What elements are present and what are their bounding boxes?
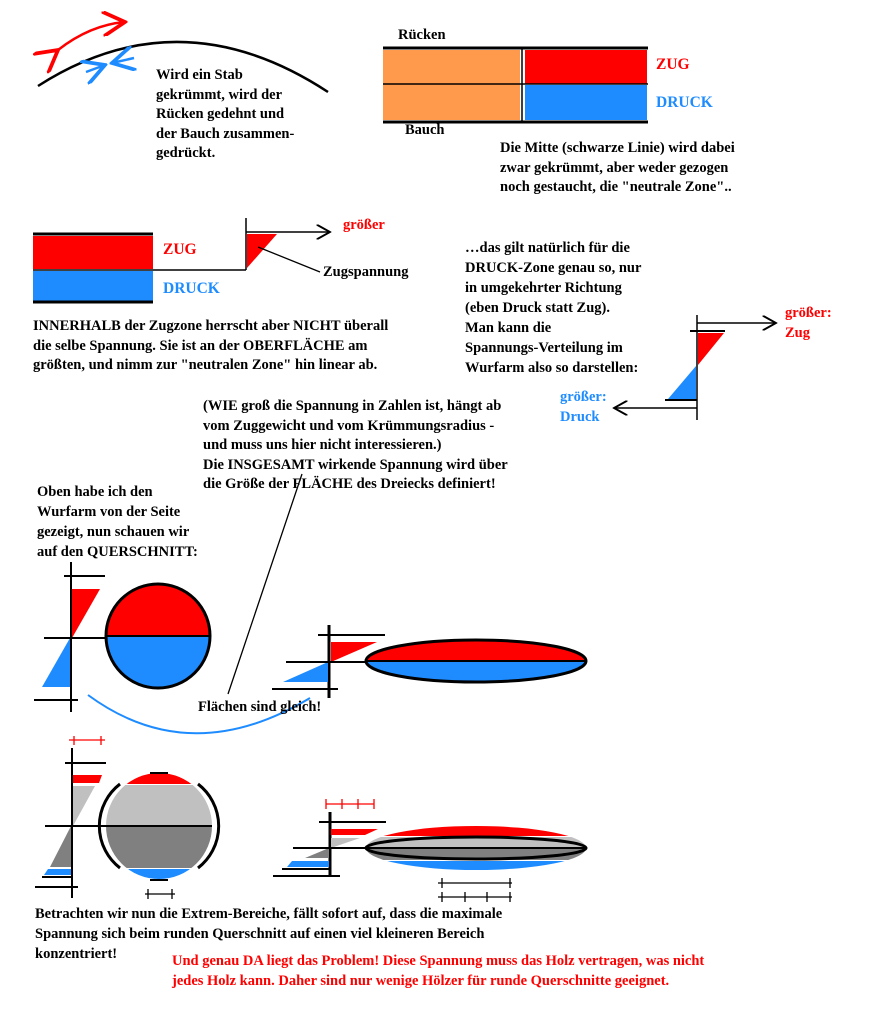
text-line: Betrachten wir nun die Extrem-Bereiche, … (35, 906, 503, 922)
text-line: (eben Druck statt Zug). (465, 300, 610, 316)
text-line: Wurfarm von der Seite (37, 504, 181, 520)
text-line: zwar gekrümmt, aber weder gezogen (500, 159, 729, 176)
text-line: die Größe der FLÄCHE des Dreiecks defini… (203, 476, 496, 492)
neutral-zone-text: Die Mitte (schwarze Linie) wird dabei zw… (500, 139, 735, 198)
text-line: Wurfarm also so darstellen: (465, 360, 639, 376)
text-line: Rücken gedehnt und (156, 106, 285, 122)
text-line: INNERHALB der Zugzone herrscht aber NICH… (33, 318, 389, 334)
text-line: Spannungs-Verteilung im (465, 340, 623, 356)
problem-text: Und genau DA liegt das Problem! Diese Sp… (172, 951, 704, 991)
stress-distribution (614, 315, 776, 420)
text-line: Oben habe ich den (37, 484, 153, 500)
bigger-tension-label: größer: Zug (785, 304, 832, 343)
text-line: Und genau DA liegt das Problem! Diese Sp… (172, 953, 705, 969)
tension-label: ZUG (163, 241, 197, 258)
compression-arrow-icon (86, 65, 105, 72)
text-line: Die INSGESAMT wirkende Spannung wird übe… (203, 456, 508, 473)
text-line: vom Zuggewicht und vom Krümmungsradius - (203, 417, 495, 434)
text-line: auf den QUERSCHNITT: (37, 544, 198, 560)
tension-label: ZUG (656, 56, 690, 73)
compression-zone-text: …das gilt natürlich für die DRUCK-Zone g… (465, 238, 641, 378)
tension-triangle (247, 234, 277, 268)
text-line: größten, und nimm zur "neutralen Zone" h… (33, 357, 378, 373)
tension-triangle (698, 333, 724, 365)
intro-text: Wird ein Stab gekrümmt, wird der Rücken … (156, 66, 294, 164)
text-line: …das gilt natürlich für die (465, 240, 630, 256)
text-line: gekrümmt, wird der (156, 86, 283, 103)
compression-arrow-icon (112, 58, 134, 63)
tension-arrow-icon (58, 22, 125, 50)
text-line: Wird ein Stab (156, 67, 243, 83)
beam-section-2 (33, 218, 330, 304)
flat-extreme-section (273, 799, 588, 902)
back-label: Rücken (398, 27, 446, 43)
stress-magnitude-text: (WIE groß die Spannung in Zahlen ist, hä… (203, 397, 508, 495)
text-line: (WIE groß die Spannung in Zahlen ist, hä… (203, 398, 502, 414)
flat-cross-section (272, 625, 588, 698)
belly-label: Bauch (405, 122, 445, 138)
bigger-compression-label: größer: Druck (560, 388, 607, 427)
text-line: DRUCK-Zone genau so, nur (465, 260, 642, 276)
equal-areas-label: Flächen sind gleich! (198, 699, 322, 715)
text-line: Die Mitte (schwarze Linie) wird dabei (500, 140, 735, 156)
text-line: Druck (560, 408, 600, 425)
text-line: Spannung sich beim runden Querschnitt au… (35, 926, 485, 942)
tension-stress-label: Zugspannung (323, 264, 409, 280)
bent-rod-sketch (38, 22, 329, 94)
text-line: der Bauch zusammen- (156, 125, 295, 142)
compression-label: DRUCK (656, 94, 713, 111)
text-line: größer: (560, 389, 607, 405)
within-zone-text: INNERHALB der Zugzone herrscht aber NICH… (33, 317, 388, 376)
bigger-label: größer (343, 217, 385, 233)
text-line: Zug (785, 324, 810, 341)
round-cross-section (34, 562, 212, 712)
text-line: gezeigt, nun schauen wir (37, 524, 190, 540)
text-line: Man kann die (465, 320, 552, 336)
compression-triangle (668, 366, 696, 399)
text-line: in umgekehrter Richtung (465, 280, 622, 296)
text-line: konzentriert! (35, 946, 118, 962)
text-line: gedrückt. (156, 145, 216, 161)
round-extreme-section (35, 736, 221, 899)
equal-area-arc (87, 694, 311, 735)
extremes-text: Betrachten wir nun die Extrem-Bereiche, … (35, 904, 502, 964)
beam-section-1 (383, 46, 648, 124)
text-line: jedes Holz kann. Daher sind nur wenige H… (172, 973, 670, 989)
text-line: größer: (785, 305, 832, 321)
compression-label: DRUCK (163, 280, 220, 297)
text-line: und muss uns hier nicht interessieren.) (203, 437, 442, 453)
text-line: noch gestaucht, die "neutrale Zone".. (500, 179, 732, 195)
pointer-line (227, 473, 303, 695)
text-line: die selbe Spannung. Sie ist an der OBERF… (33, 337, 368, 354)
cross-section-intro-text: Oben habe ich den Wurfarm von der Seite … (37, 482, 198, 562)
